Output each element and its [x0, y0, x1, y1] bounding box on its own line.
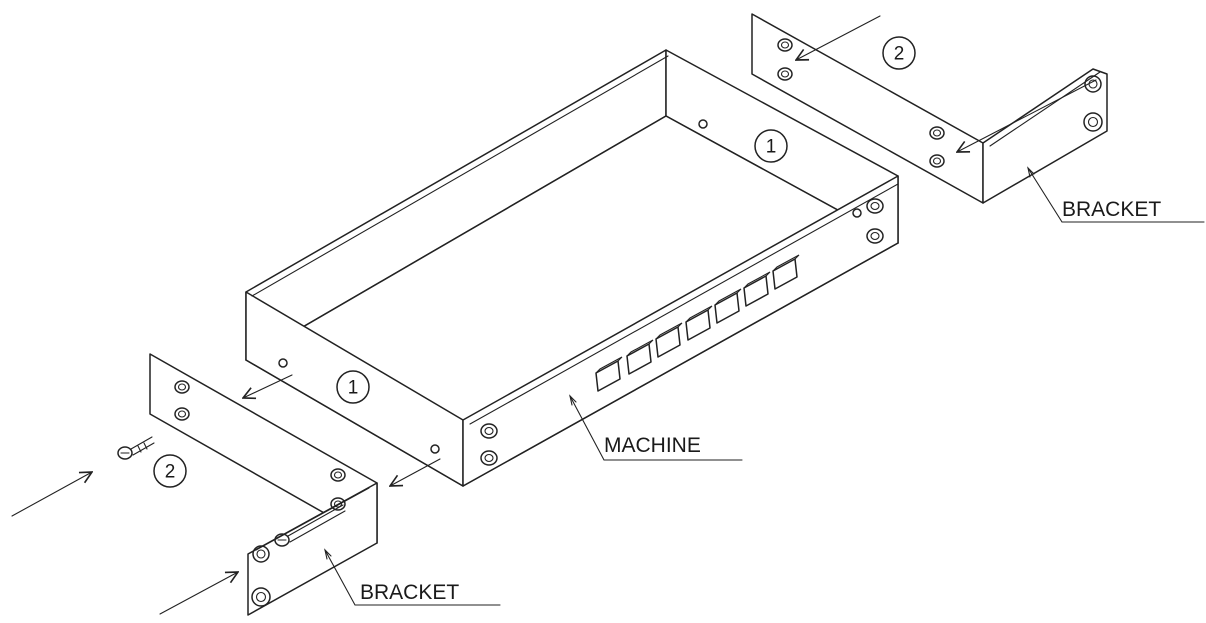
front-button-2 — [626, 339, 654, 375]
front-button-6 — [743, 271, 771, 307]
front-panel-mount-holes — [480, 198, 884, 466]
step-marker-1-front-label: 1 — [348, 378, 359, 399]
leader-bracket-right — [1027, 167, 1205, 223]
chassis-screw-holes — [278, 119, 862, 454]
label-machine: MACHINE — [604, 434, 701, 457]
front-button-4 — [685, 305, 713, 341]
bracket-right-holes — [777, 38, 1103, 168]
front-button-5 — [714, 288, 742, 324]
machine-chassis — [245, 49, 899, 487]
step-marker-1-back-label: 1 — [766, 137, 777, 158]
arrow-left-screw — [11, 472, 92, 517]
arrow-left-side-to-chassis — [243, 374, 293, 398]
leader-bracket-left — [324, 549, 501, 606]
arrow-right-ear — [957, 79, 1097, 152]
step-marker-1-front: 1 — [336, 370, 370, 404]
arrow-left-ear-screw — [159, 572, 238, 615]
leader-machine — [569, 395, 743, 461]
step-marker-2-right-label: 2 — [894, 44, 905, 65]
step-marker-2-left: 2 — [153, 454, 187, 488]
bracket-left-holes — [174, 380, 346, 607]
screw-left-ear — [274, 504, 346, 547]
assembly-arrows — [11, 15, 1097, 615]
leader-lines — [324, 166, 1205, 606]
step-marker-2-right: 2 — [882, 36, 916, 70]
front-button-3 — [655, 322, 683, 358]
front-button-1 — [595, 356, 623, 392]
step-marker-2-left-label: 2 — [165, 462, 176, 483]
arrow-left-ear-to-chassis — [390, 458, 441, 486]
front-panel-buttons — [595, 254, 800, 392]
bracket-right — [751, 13, 1108, 204]
step-marker-1-back: 1 — [754, 129, 788, 163]
bracket-left — [149, 353, 378, 616]
label-bracket-right: BRACKET — [1062, 198, 1161, 221]
front-button-7 — [772, 254, 800, 290]
screw-left-side — [117, 436, 155, 460]
arrow-right-side-screw — [796, 15, 881, 60]
label-bracket-left: BRACKET — [360, 581, 459, 604]
